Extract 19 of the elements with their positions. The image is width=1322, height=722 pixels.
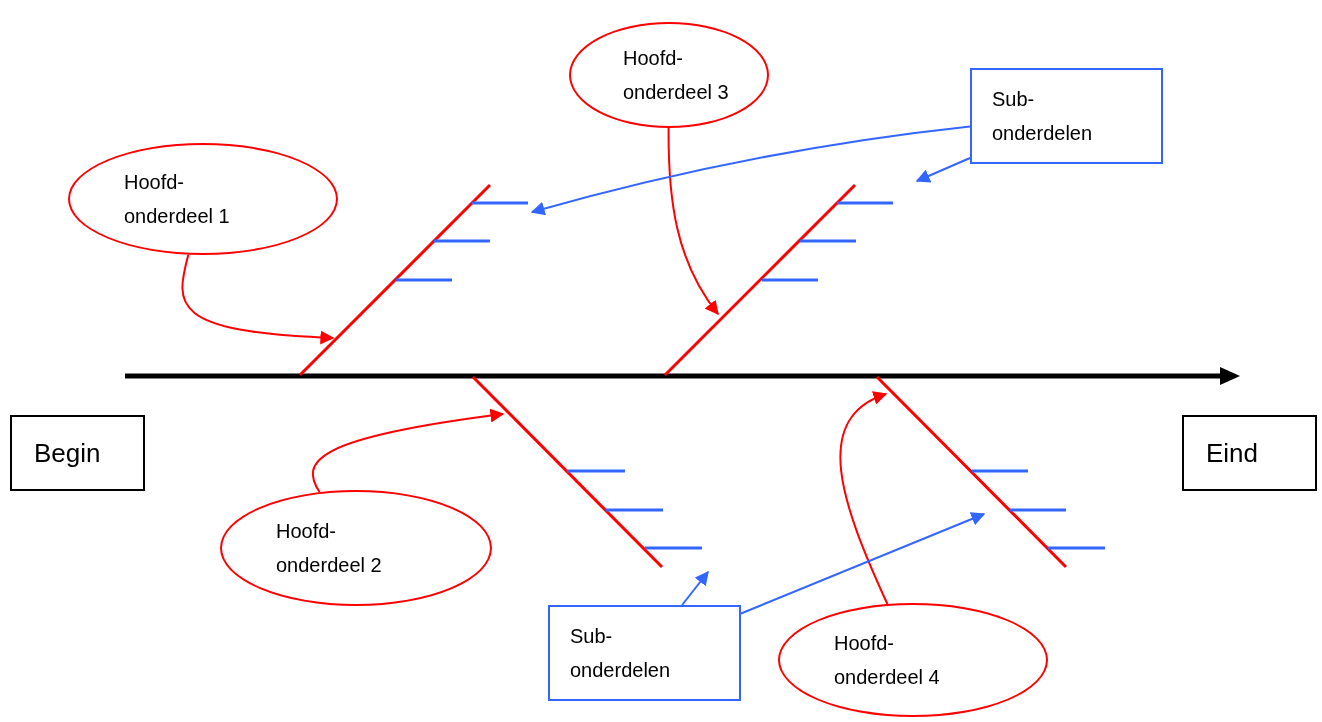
node-label: Hoofd- onderdeel 3 (623, 46, 730, 105)
arrow (740, 512, 986, 615)
fish-bone (875, 375, 1105, 569)
node-label: Sub- onderdelen (570, 624, 672, 683)
node-label: Hoofd- onderdeel 4 (834, 631, 941, 690)
node-label: Sub- onderdelen (992, 87, 1094, 146)
arrow (667, 127, 719, 316)
node-label: Hoofd- onderdeel 2 (276, 519, 383, 578)
node-label: Hoofd- onderdeel 1 (124, 170, 231, 229)
arrow (839, 392, 889, 605)
fish-bone (298, 183, 528, 377)
fish-bone (471, 375, 702, 569)
arrow (681, 570, 709, 606)
fish-bone (663, 183, 893, 377)
arrow (915, 157, 971, 183)
arrow (181, 253, 335, 345)
arrow (530, 125, 971, 216)
node-label: Eind (1206, 437, 1260, 469)
node-label: Begin (34, 437, 102, 469)
